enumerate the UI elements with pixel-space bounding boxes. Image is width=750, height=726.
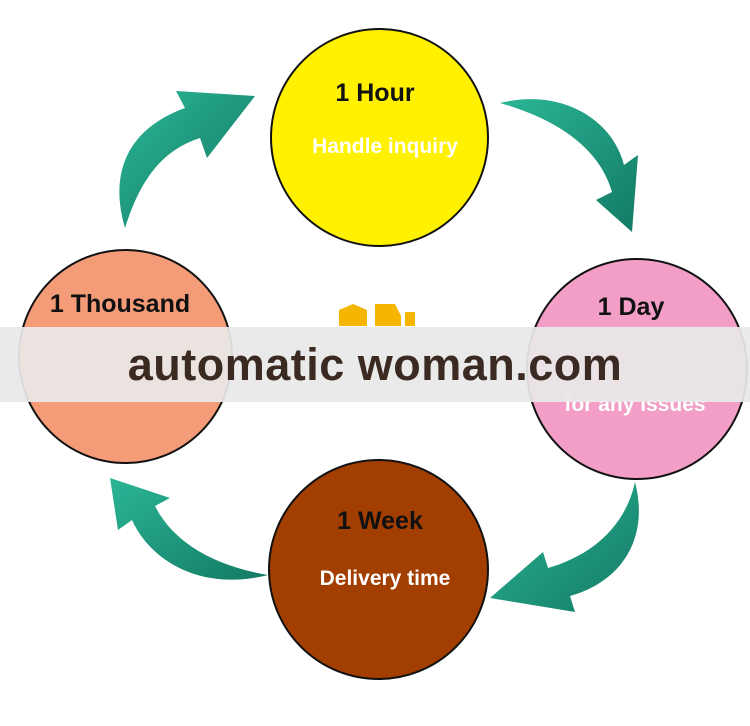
watermark-text: automatic woman.com — [127, 339, 623, 390]
node-hour — [270, 28, 489, 247]
center-logo — [339, 304, 415, 326]
watermark-banner — [0, 327, 750, 402]
arrow-day-to-week — [490, 482, 639, 612]
node-week-title: 1 Week — [337, 507, 423, 535]
node-hour-title: 1 Hour — [335, 79, 415, 107]
arrow-week-to-thousand — [110, 478, 268, 580]
node-week-subtitle: Delivery time — [319, 567, 451, 590]
node-hour-subtitle: Handle inquiry — [312, 135, 458, 158]
node-week — [268, 459, 489, 680]
node-thousand-title: 1 Thousand — [49, 290, 191, 318]
arrow-thousand-to-hour — [119, 91, 255, 228]
node-day-title: 1 Day — [597, 293, 665, 321]
arrow-hour-to-day — [500, 99, 638, 232]
